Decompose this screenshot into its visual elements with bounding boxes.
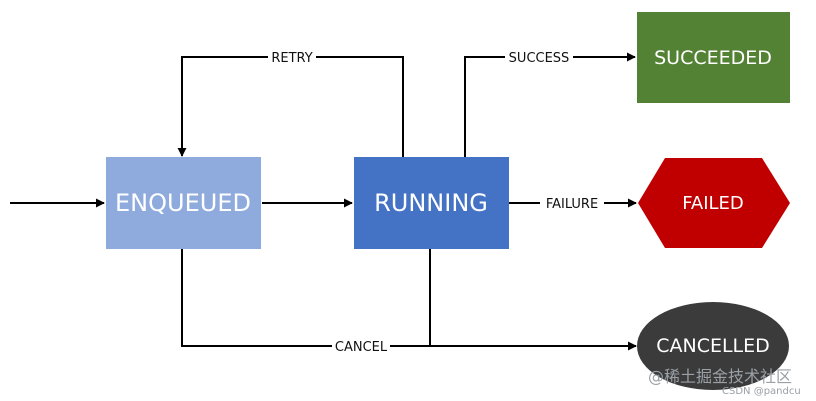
watermark-juejin: @稀土掘金技术社区 [648, 367, 792, 386]
node-running[interactable] [354, 157, 509, 249]
edge-cancel-from-enqueued [181, 249, 430, 347]
edge-cancel-from-running [429, 249, 637, 351]
node-running-label: RUNNING [374, 189, 488, 217]
edge-label-success: SUCCESS [509, 51, 570, 66]
edge-success [464, 52, 636, 157]
node-succeeded-label: SUCCEEDED [654, 47, 772, 69]
node-cancelled[interactable] [637, 302, 789, 390]
node-failed[interactable] [638, 158, 790, 248]
edge-retry [177, 56, 404, 157]
edge-label-retry: RETRY [271, 51, 312, 66]
node-enqueued-label: ENQUEUED [115, 189, 251, 217]
edge-label-cancel: CANCEL [335, 340, 388, 355]
node-succeeded[interactable] [637, 12, 790, 103]
edge-label-failure: FAILURE [546, 197, 598, 212]
node-failed-label: FAILED [682, 193, 744, 214]
watermark-csdn: CSDN @pandcu [722, 386, 801, 397]
node-cancelled-label: CANCELLED [656, 335, 770, 357]
node-enqueued[interactable] [106, 157, 261, 249]
